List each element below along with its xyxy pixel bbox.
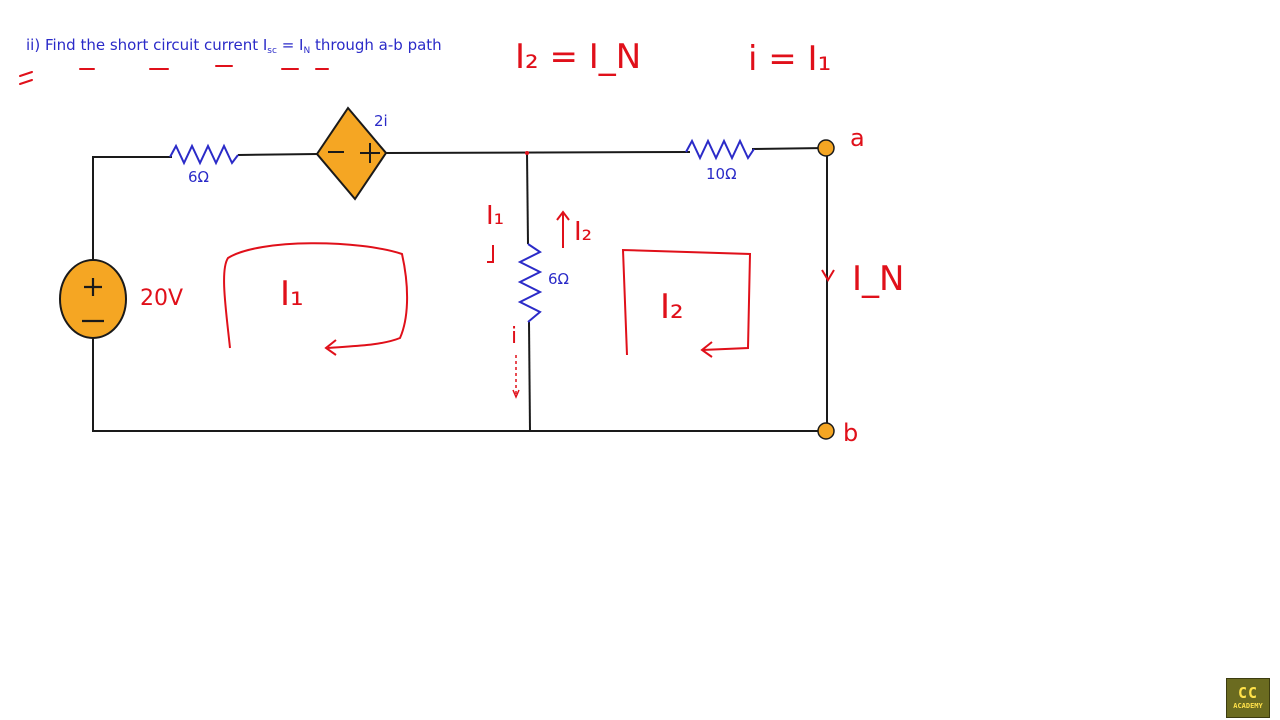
problem-statement: ii) Find the short circuit current Isc =… — [26, 36, 442, 56]
source-label: 20V — [140, 286, 183, 311]
wire-top-right — [751, 147, 827, 150]
node-dot-top — [525, 151, 529, 155]
branch-i2-label: I₂ — [574, 217, 592, 247]
resistor-6ohm-mid — [517, 243, 543, 323]
wire-mid-top — [526, 152, 529, 245]
wire-mid-bottom — [528, 321, 531, 432]
problem-text-mid: = I — [276, 36, 304, 54]
wire-bottom — [92, 338, 827, 432]
branch-i-arrowhead — [512, 389, 520, 399]
in-label: I_N — [852, 259, 904, 299]
terminal-a — [817, 139, 835, 157]
branch-i1-arrow — [487, 245, 494, 263]
dependent-source-2i — [315, 106, 388, 201]
terminal-a-label: a — [850, 124, 865, 152]
note-eq2: i = I₁ — [748, 39, 831, 79]
branch-i-label: i — [511, 324, 517, 349]
problem-text-suffix: through a-b path — [310, 36, 442, 54]
dependent-source-label: 2i — [374, 112, 388, 130]
resistor-6ohm-top — [169, 143, 239, 166]
wire-top-mid — [384, 151, 691, 154]
circuit-wires — [92, 147, 828, 432]
logo-top-text: CC — [1237, 684, 1259, 702]
academy-logo: CC ACADEMY — [1226, 678, 1270, 718]
terminal-b-label: b — [843, 419, 858, 447]
wire-left-top — [92, 156, 172, 262]
mesh1-label: I₁ — [280, 274, 304, 314]
note-eq1: I₂ = I_N — [515, 37, 641, 77]
mesh-loop-2 — [621, 248, 752, 358]
in-arrow — [821, 269, 835, 282]
subscript-sc: sc — [267, 46, 277, 56]
subscript-n: N — [303, 46, 311, 56]
voltage-source-20v — [59, 259, 127, 339]
mesh-loop-1 — [223, 242, 409, 356]
problem-text: ii) Find the short circuit current I — [26, 36, 268, 54]
branch-i1-label: I₁ — [486, 201, 504, 231]
r2-label: 10Ω — [706, 165, 737, 183]
underline-marks — [19, 65, 329, 85]
resistor-10ohm — [685, 138, 755, 161]
terminal-b — [817, 422, 835, 440]
r-mid-label: 6Ω — [548, 270, 569, 288]
branch-i2-arrow — [556, 210, 570, 248]
wire-r1-to-source — [237, 153, 319, 156]
mesh2-label: I₂ — [660, 287, 684, 327]
r1-label: 6Ω — [188, 168, 209, 186]
logo-bottom-text: ACADEMY — [1233, 702, 1263, 710]
